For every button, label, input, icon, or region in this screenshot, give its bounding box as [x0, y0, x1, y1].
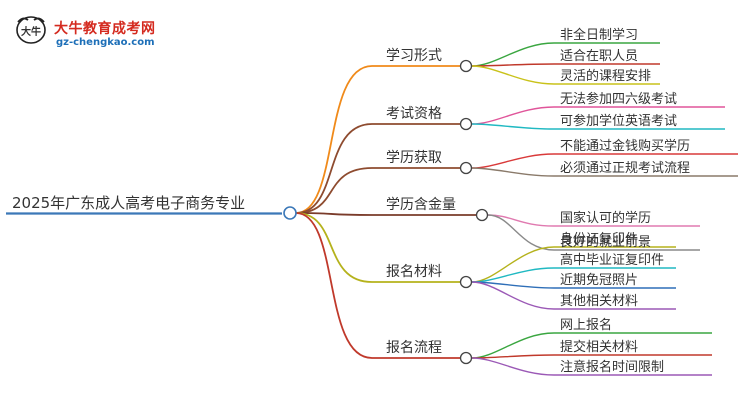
child-label-4-1: 国家认可的学历 — [560, 210, 651, 226]
child-connector-2-2 — [471, 123, 555, 130]
branch-connector-3 — [295, 167, 373, 214]
logo-mark-text: 大牛 — [21, 25, 41, 38]
child-label-6-1: 网上报名 — [560, 317, 612, 333]
site-logo: 大牛 大牛教育成考网 gz-chengkao.com — [14, 14, 174, 54]
child-label-3-2: 必须通过正规考试流程 — [560, 161, 690, 176]
child-connector-2-1 — [471, 106, 555, 125]
child-connector-4-2 — [487, 214, 555, 251]
child-label-1-2: 适合在职人员 — [560, 49, 638, 64]
branch-connector-4 — [295, 212, 373, 216]
child-label-4-2: 良好的就业前景 — [560, 234, 651, 250]
child-label-1-3: 灵活的课程安排 — [560, 68, 651, 84]
child-connector-1-1 — [471, 42, 555, 67]
child-label-5-2: 高中毕业证复印件 — [560, 252, 664, 268]
branch-node-circle-6 — [459, 351, 473, 365]
child-connector-6-1 — [471, 332, 555, 359]
bull-logo-icon: 大牛 — [16, 16, 46, 44]
child-connector-3-1 — [471, 153, 555, 169]
child-connector-1-3 — [471, 65, 555, 85]
branch-connector-5 — [295, 212, 373, 283]
branch-label-6: 报名流程 — [386, 340, 442, 356]
child-connector-6-3 — [471, 357, 555, 376]
branch-node-circle-4 — [475, 208, 489, 222]
branch-label-5: 报名材料 — [386, 264, 442, 280]
branch-node-circle-3 — [459, 161, 473, 175]
child-connector-5-1 — [471, 246, 555, 283]
branch-node-circle-1 — [459, 59, 473, 73]
child-label-3-1: 不能通过金钱购买学历 — [560, 138, 690, 154]
mind-map-nodes: 2025年广东成人高考电子商务专业 学习形式 非全日制学习适合在职人员灵活的课程安排… — [12, 27, 690, 375]
branch-label-1: 学习形式 — [386, 48, 442, 64]
child-label-5-1: 身份证复印件 — [560, 231, 638, 247]
root-node-circle — [283, 206, 297, 220]
mind-map-edges — [6, 42, 738, 376]
child-label-2-1: 无法参加四六级考试 — [560, 91, 677, 107]
child-label-5-4: 其他相关材料 — [560, 294, 638, 309]
branch-label-2: 考试资格 — [386, 106, 442, 122]
logo-site-name: 大牛教育成考网 — [54, 21, 156, 37]
child-label-5-3: 近期免冠照片 — [560, 273, 638, 288]
branch-node-circle-2 — [459, 117, 473, 131]
child-label-2-2: 可参加学位英语考试 — [560, 113, 677, 129]
child-connector-5-3 — [471, 281, 555, 289]
root-node-label: 2025年广东成人高考电子商务专业 — [12, 194, 245, 212]
child-label-6-3: 注意报名时间限制 — [560, 359, 664, 375]
branch-label-4: 学历含金量 — [386, 197, 456, 213]
branch-connector-2 — [295, 123, 373, 214]
branch-connector-6 — [295, 212, 373, 359]
child-label-6-2: 提交相关材料 — [560, 339, 638, 355]
child-connector-3-2 — [471, 167, 555, 177]
child-connector-5-4 — [471, 281, 555, 310]
branch-node-circle-5 — [459, 275, 473, 289]
logo-site-url: gz-chengkao.com — [56, 37, 155, 48]
branch-connector-1 — [295, 65, 373, 214]
branch-label-3: 学历获取 — [386, 150, 442, 166]
child-label-1-1: 非全日制学习 — [560, 27, 638, 43]
